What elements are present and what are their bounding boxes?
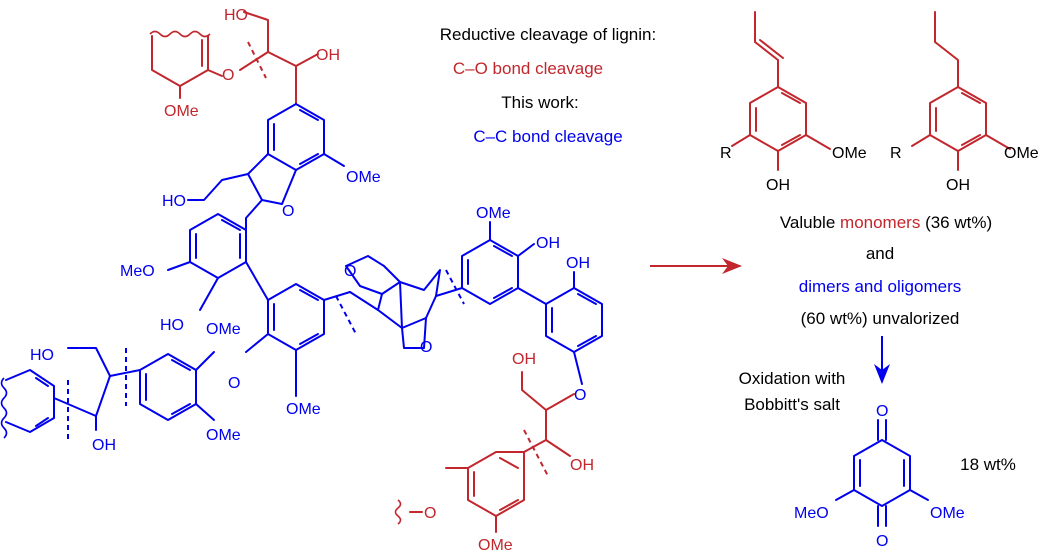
bottom-red-ring bbox=[409, 451, 525, 533]
oh-red: OH bbox=[570, 457, 594, 474]
intro-label: Reductive cleavage of lignin: bbox=[440, 25, 656, 44]
and-label: and bbox=[866, 244, 894, 263]
ome-right-top: OMe bbox=[476, 205, 511, 222]
o-side: O bbox=[574, 387, 586, 404]
meo-left: MeO bbox=[120, 263, 155, 280]
wavy-bond-bottom bbox=[394, 499, 402, 525]
monomers-caption: Valuble monomers (36 wt%) bbox=[780, 213, 992, 232]
cleavage-dash-mid2 bbox=[445, 269, 465, 305]
mon-r1: R bbox=[720, 145, 732, 162]
oxidation-label-2: Bobbitt's salt bbox=[744, 395, 840, 414]
ho-top: HO bbox=[224, 7, 248, 24]
ring-d bbox=[461, 221, 547, 305]
mon-ome2: OMe bbox=[1004, 145, 1039, 162]
oh-side: OH bbox=[512, 351, 536, 368]
ome-right1: OMe bbox=[346, 169, 381, 186]
oh-right2: OH bbox=[566, 255, 590, 272]
q-o-top: O bbox=[876, 403, 888, 420]
ome-top: OMe bbox=[164, 103, 199, 120]
q-ome: OMe bbox=[930, 505, 965, 522]
o-bicyc2: O bbox=[420, 339, 432, 356]
quinone-structure bbox=[835, 419, 929, 527]
mon-oh1: OH bbox=[766, 177, 790, 194]
ho-left2: HO bbox=[30, 347, 54, 364]
cc-cleavage-label: C–C bond cleavage bbox=[473, 127, 622, 146]
phenylcoumaran bbox=[187, 103, 345, 231]
ring-e bbox=[545, 271, 603, 385]
o-top: O bbox=[222, 67, 234, 84]
ho-mid: HO bbox=[160, 317, 184, 334]
ome-mid1: OMe bbox=[206, 321, 241, 338]
oh-right1: OH bbox=[536, 235, 560, 252]
dimers-label: dimers and oligomers bbox=[799, 277, 962, 296]
yield-label: 18 wt% bbox=[960, 455, 1016, 474]
ome-red: OMe bbox=[478, 537, 513, 554]
o-furan: O bbox=[282, 203, 294, 220]
monomer-propyl bbox=[911, 11, 1011, 171]
q-meo: MeO bbox=[794, 505, 829, 522]
monomer-propenyl bbox=[731, 11, 831, 171]
top-red-fragment bbox=[151, 11, 319, 105]
wavy-bond-top bbox=[149, 30, 211, 38]
oh-left2: OH bbox=[92, 437, 116, 454]
ho-left1: HO bbox=[162, 193, 186, 210]
wavy-bond-left bbox=[0, 377, 8, 439]
q-o-bottom: O bbox=[876, 533, 888, 550]
mon-ome1: OMe bbox=[832, 145, 867, 162]
ome-bottom1: OMe bbox=[286, 401, 321, 418]
resinol-core bbox=[345, 255, 463, 349]
unvalorized-label: (60 wt%) unvalorized bbox=[801, 309, 960, 328]
cleavage-dash-bottom bbox=[523, 429, 549, 477]
oh-top: OH bbox=[316, 47, 340, 64]
ring-b bbox=[245, 283, 351, 397]
ome-bottom2: OMe bbox=[206, 427, 241, 444]
mon-r2: R bbox=[890, 145, 902, 162]
left-side-chain bbox=[5, 347, 111, 433]
co-cleavage-label: C–O bond cleavage bbox=[453, 59, 603, 78]
bottom-red-sidechain bbox=[521, 371, 575, 457]
oxidation-label-1: Oxidation with bbox=[739, 369, 846, 388]
mon-oh2: OH bbox=[946, 177, 970, 194]
ring-c bbox=[109, 351, 215, 421]
o-mid: O bbox=[228, 375, 240, 392]
this-work-label: This work: bbox=[501, 93, 578, 112]
o-red: O bbox=[424, 505, 436, 522]
ring-a bbox=[167, 213, 269, 311]
o-bicyc1: O bbox=[344, 263, 356, 280]
cleavage-dash-mid1 bbox=[335, 295, 357, 335]
cleavage-dash-top bbox=[247, 41, 267, 79]
